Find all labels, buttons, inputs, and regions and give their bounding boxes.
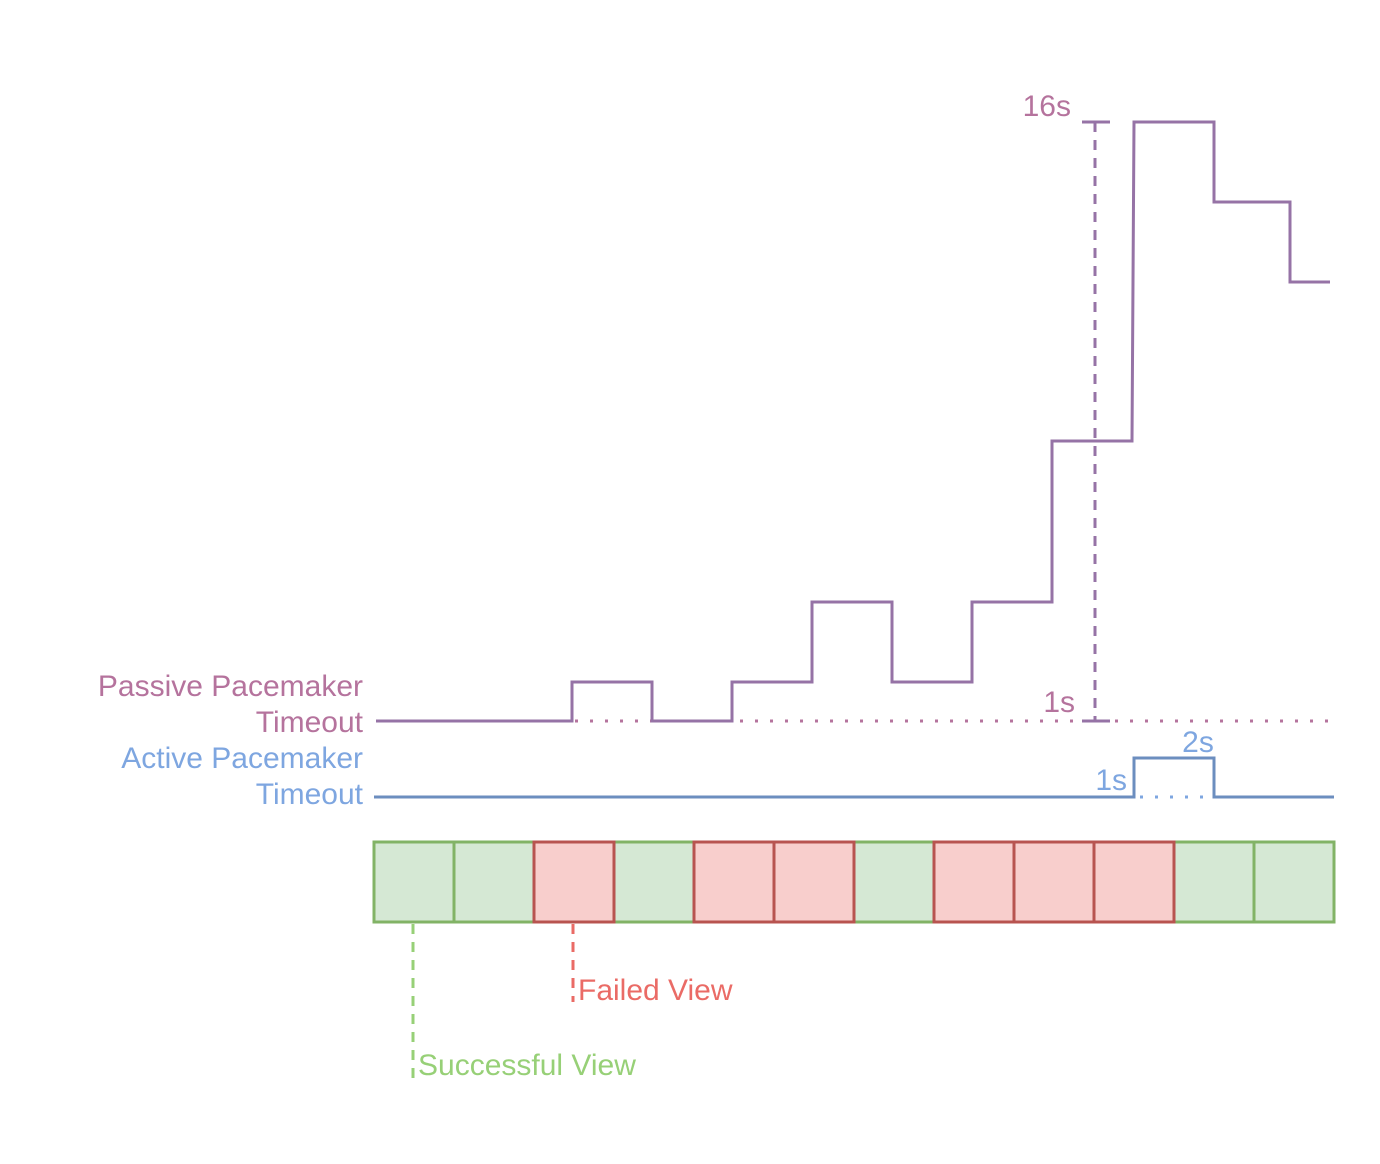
successful-view-block [1172, 840, 1256, 924]
failed-view-block [932, 840, 1016, 924]
successful-view-block [372, 840, 456, 924]
passive-base-label: 1s [1043, 686, 1075, 719]
failed-view-block [692, 840, 776, 924]
failed-view-block [1012, 840, 1096, 924]
axis-labels: Passive Pacemaker Timeout Active Pacemak… [98, 90, 1214, 811]
active-pacemaker-series [374, 756, 1334, 799]
passive-label-line1: Passive Pacemaker [98, 670, 363, 703]
successful-view-block [612, 840, 696, 924]
active-label-line1: Active Pacemaker [121, 742, 363, 775]
active-label-line2: Timeout [256, 778, 364, 811]
legend: Failed View Successful View [411, 924, 733, 1082]
passive-label-line2: Timeout [256, 706, 364, 739]
active-base-label: 1s [1095, 764, 1127, 797]
failed-view-block [772, 840, 856, 924]
failed-view-block [1092, 840, 1176, 924]
successful-view-block [452, 840, 536, 924]
active-peak-label: 2s [1182, 726, 1214, 759]
passive-pacemaker-series [376, 120, 1332, 723]
passive-timeout-line [376, 120, 1330, 723]
active-timeout-line [374, 756, 1334, 799]
successful-view-block [1252, 840, 1336, 924]
successful-view-block [852, 840, 936, 924]
failed-view-block [532, 840, 616, 924]
failed-view-label: Failed View [578, 974, 733, 1007]
passive-max-label: 16s [1023, 90, 1071, 123]
successful-view-label: Successful View [418, 1049, 636, 1082]
view-timeline [372, 840, 1336, 924]
